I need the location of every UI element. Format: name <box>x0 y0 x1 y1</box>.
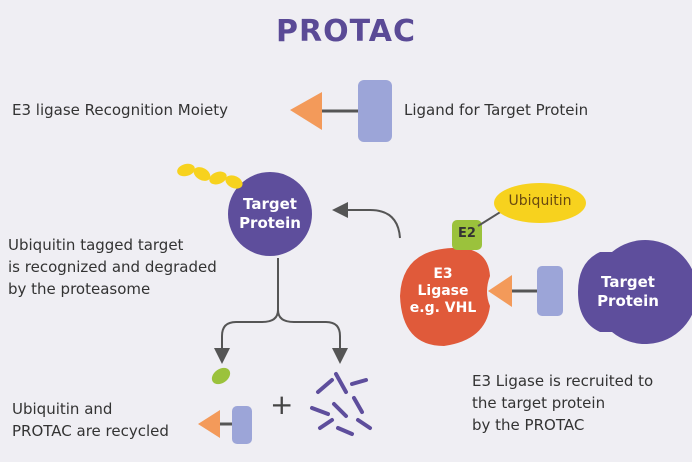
target-protein-right-label: Target Protein <box>597 273 659 310</box>
ubiquitin-chain-3 <box>209 171 227 185</box>
target-protein-right-shape <box>578 240 692 344</box>
target-ligand-block <box>358 80 392 142</box>
recycled-ligand-block <box>232 406 252 444</box>
recycle-caption: Ubiquitin and PROTAC are recycled <box>12 400 169 440</box>
e3-moiety-triangle <box>290 92 322 130</box>
target-protein-top-label: Target Protein <box>239 195 301 232</box>
degrade-caption: Ubiquitin tagged target is recognized an… <box>8 236 217 298</box>
ubiquitin-chain-1 <box>177 163 195 177</box>
degraded-fragments <box>310 372 372 436</box>
arrow-to-degraded <box>277 309 348 364</box>
plus-sign: + <box>270 388 294 421</box>
e3-ligase-shape <box>400 247 490 346</box>
ubiquitin-label: Ubiquitin <box>508 193 572 209</box>
ubiquitin-chain-4 <box>225 175 243 189</box>
e2-box <box>452 220 482 250</box>
ubiquitin-ellipse <box>494 183 586 223</box>
protac-moiety-triangle <box>488 275 512 307</box>
ubiquitin-chain-2 <box>193 167 211 181</box>
e2-label: E2 <box>458 226 476 241</box>
arrow-to-recycle <box>214 309 279 364</box>
e3-ligase-label: E3 Ligase e.g. VHL <box>409 266 477 316</box>
recruit-caption: E3 Ligase is recruited to the target pro… <box>472 372 654 434</box>
target-protein-top-shape <box>228 172 312 256</box>
legend-e3-moiety-label: E3 ligase Recognition Moiety <box>12 101 229 119</box>
recycled-moiety-triangle <box>198 410 220 438</box>
protac-ligand-block <box>537 266 563 316</box>
page-title: PROTAC <box>276 14 416 49</box>
arrow-to-tagged-target <box>332 202 401 239</box>
legend-target-ligand-label: Ligand for Target Protein <box>404 101 589 119</box>
recycled-ubiquitin <box>211 367 231 385</box>
